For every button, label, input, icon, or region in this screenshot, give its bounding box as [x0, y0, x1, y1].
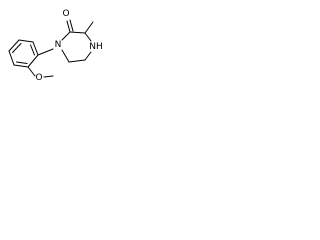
bond-aryl-1: [18, 39, 34, 43]
bond-aryl-to-n1: [37, 48, 54, 56]
bond-c5-c6: [68, 59, 86, 63]
aryl-double-bond-1: [12, 43, 22, 53]
bond-aryl-4: [13, 64, 29, 68]
bond-aryl-2: [8, 39, 20, 52]
bond-c2-c3: [69, 31, 86, 34]
bond-aryl-3: [8, 50, 15, 66]
bond-c3-n4: [84, 32, 92, 42]
methoxy-oxygen-label: O: [35, 73, 42, 83]
bond-n1-c2: [61, 31, 71, 41]
bond-c3-methyl: [84, 21, 94, 34]
bond-methoxy-o-to-ch3: [43, 75, 54, 78]
aryl-double-bond-2: [16, 61, 28, 64]
bond-n4-c5: [84, 51, 92, 61]
aryl-double-bond-3: [30, 44, 35, 56]
piperazinone-ring: [61, 31, 92, 63]
ring-nitrogen-label: N: [55, 40, 62, 50]
amine-nh-label: NH: [89, 42, 103, 52]
carbonyl-oxygen-label: O: [62, 9, 69, 19]
bond-aryl-6: [32, 41, 39, 56]
bond-c6-n1: [61, 49, 70, 63]
methoxy-group: [27, 66, 54, 78]
carbonyl-bond-inner: [69, 19, 74, 32]
phenyl-ring: [8, 39, 39, 68]
chemical-structure-diagram: N O NH O: [8, 9, 103, 83]
bond-aryl-to-methoxy-o: [27, 66, 36, 77]
carbonyl-bond-outer: [66, 20, 71, 33]
bond-aryl-5: [27, 54, 39, 68]
carbonyl-group: [66, 19, 74, 33]
